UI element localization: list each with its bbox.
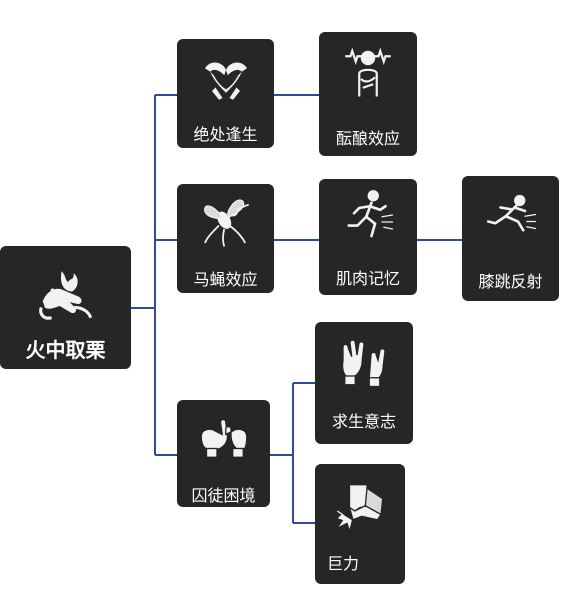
hand-grabbing-fire-icon: [33, 260, 99, 326]
fist-impact-icon: [332, 476, 388, 532]
skill-node-n4[interactable]: 肌肉记忆: [319, 179, 417, 295]
skill-node-label: 火中取栗: [25, 338, 106, 362]
skill-node-label: 巨力: [327, 554, 360, 573]
skill-node-label: 绝处逢生: [193, 125, 258, 144]
skill-node-n5[interactable]: 膝跳反射: [462, 176, 559, 301]
skill-node-label: 酝酿效应: [335, 129, 400, 148]
skill-node-n6[interactable]: 囚徒困境: [177, 400, 270, 507]
skill-node-label: 肌肉记忆: [335, 269, 400, 288]
skill-node-label: 膝跳反射: [478, 272, 543, 291]
skill-node-n2[interactable]: 酝酿效应: [319, 32, 417, 156]
skill-node-label: 囚徒困境: [191, 486, 256, 505]
clawing-hands-icon: [336, 334, 392, 390]
pinky-promise-icon: [196, 410, 252, 466]
horsefly-icon: [198, 194, 254, 250]
skill-node-n3[interactable]: 马蝇效应: [177, 184, 274, 293]
skill-node-root[interactable]: 火中取栗: [0, 246, 131, 369]
running-person-icon: [340, 187, 396, 243]
skill-node-label: 马蝇效应: [193, 270, 258, 289]
skill-node-n1[interactable]: 绝处逢生: [177, 39, 274, 148]
heart-hands-icon: [198, 49, 254, 105]
leaping-person-icon: [483, 190, 539, 246]
skill-node-n7[interactable]: 求生意志: [315, 322, 413, 444]
skill-node-n8[interactable]: 巨力: [315, 464, 405, 584]
skill-node-label: 求生意志: [331, 412, 396, 431]
stressed-person-icon: [340, 44, 396, 100]
